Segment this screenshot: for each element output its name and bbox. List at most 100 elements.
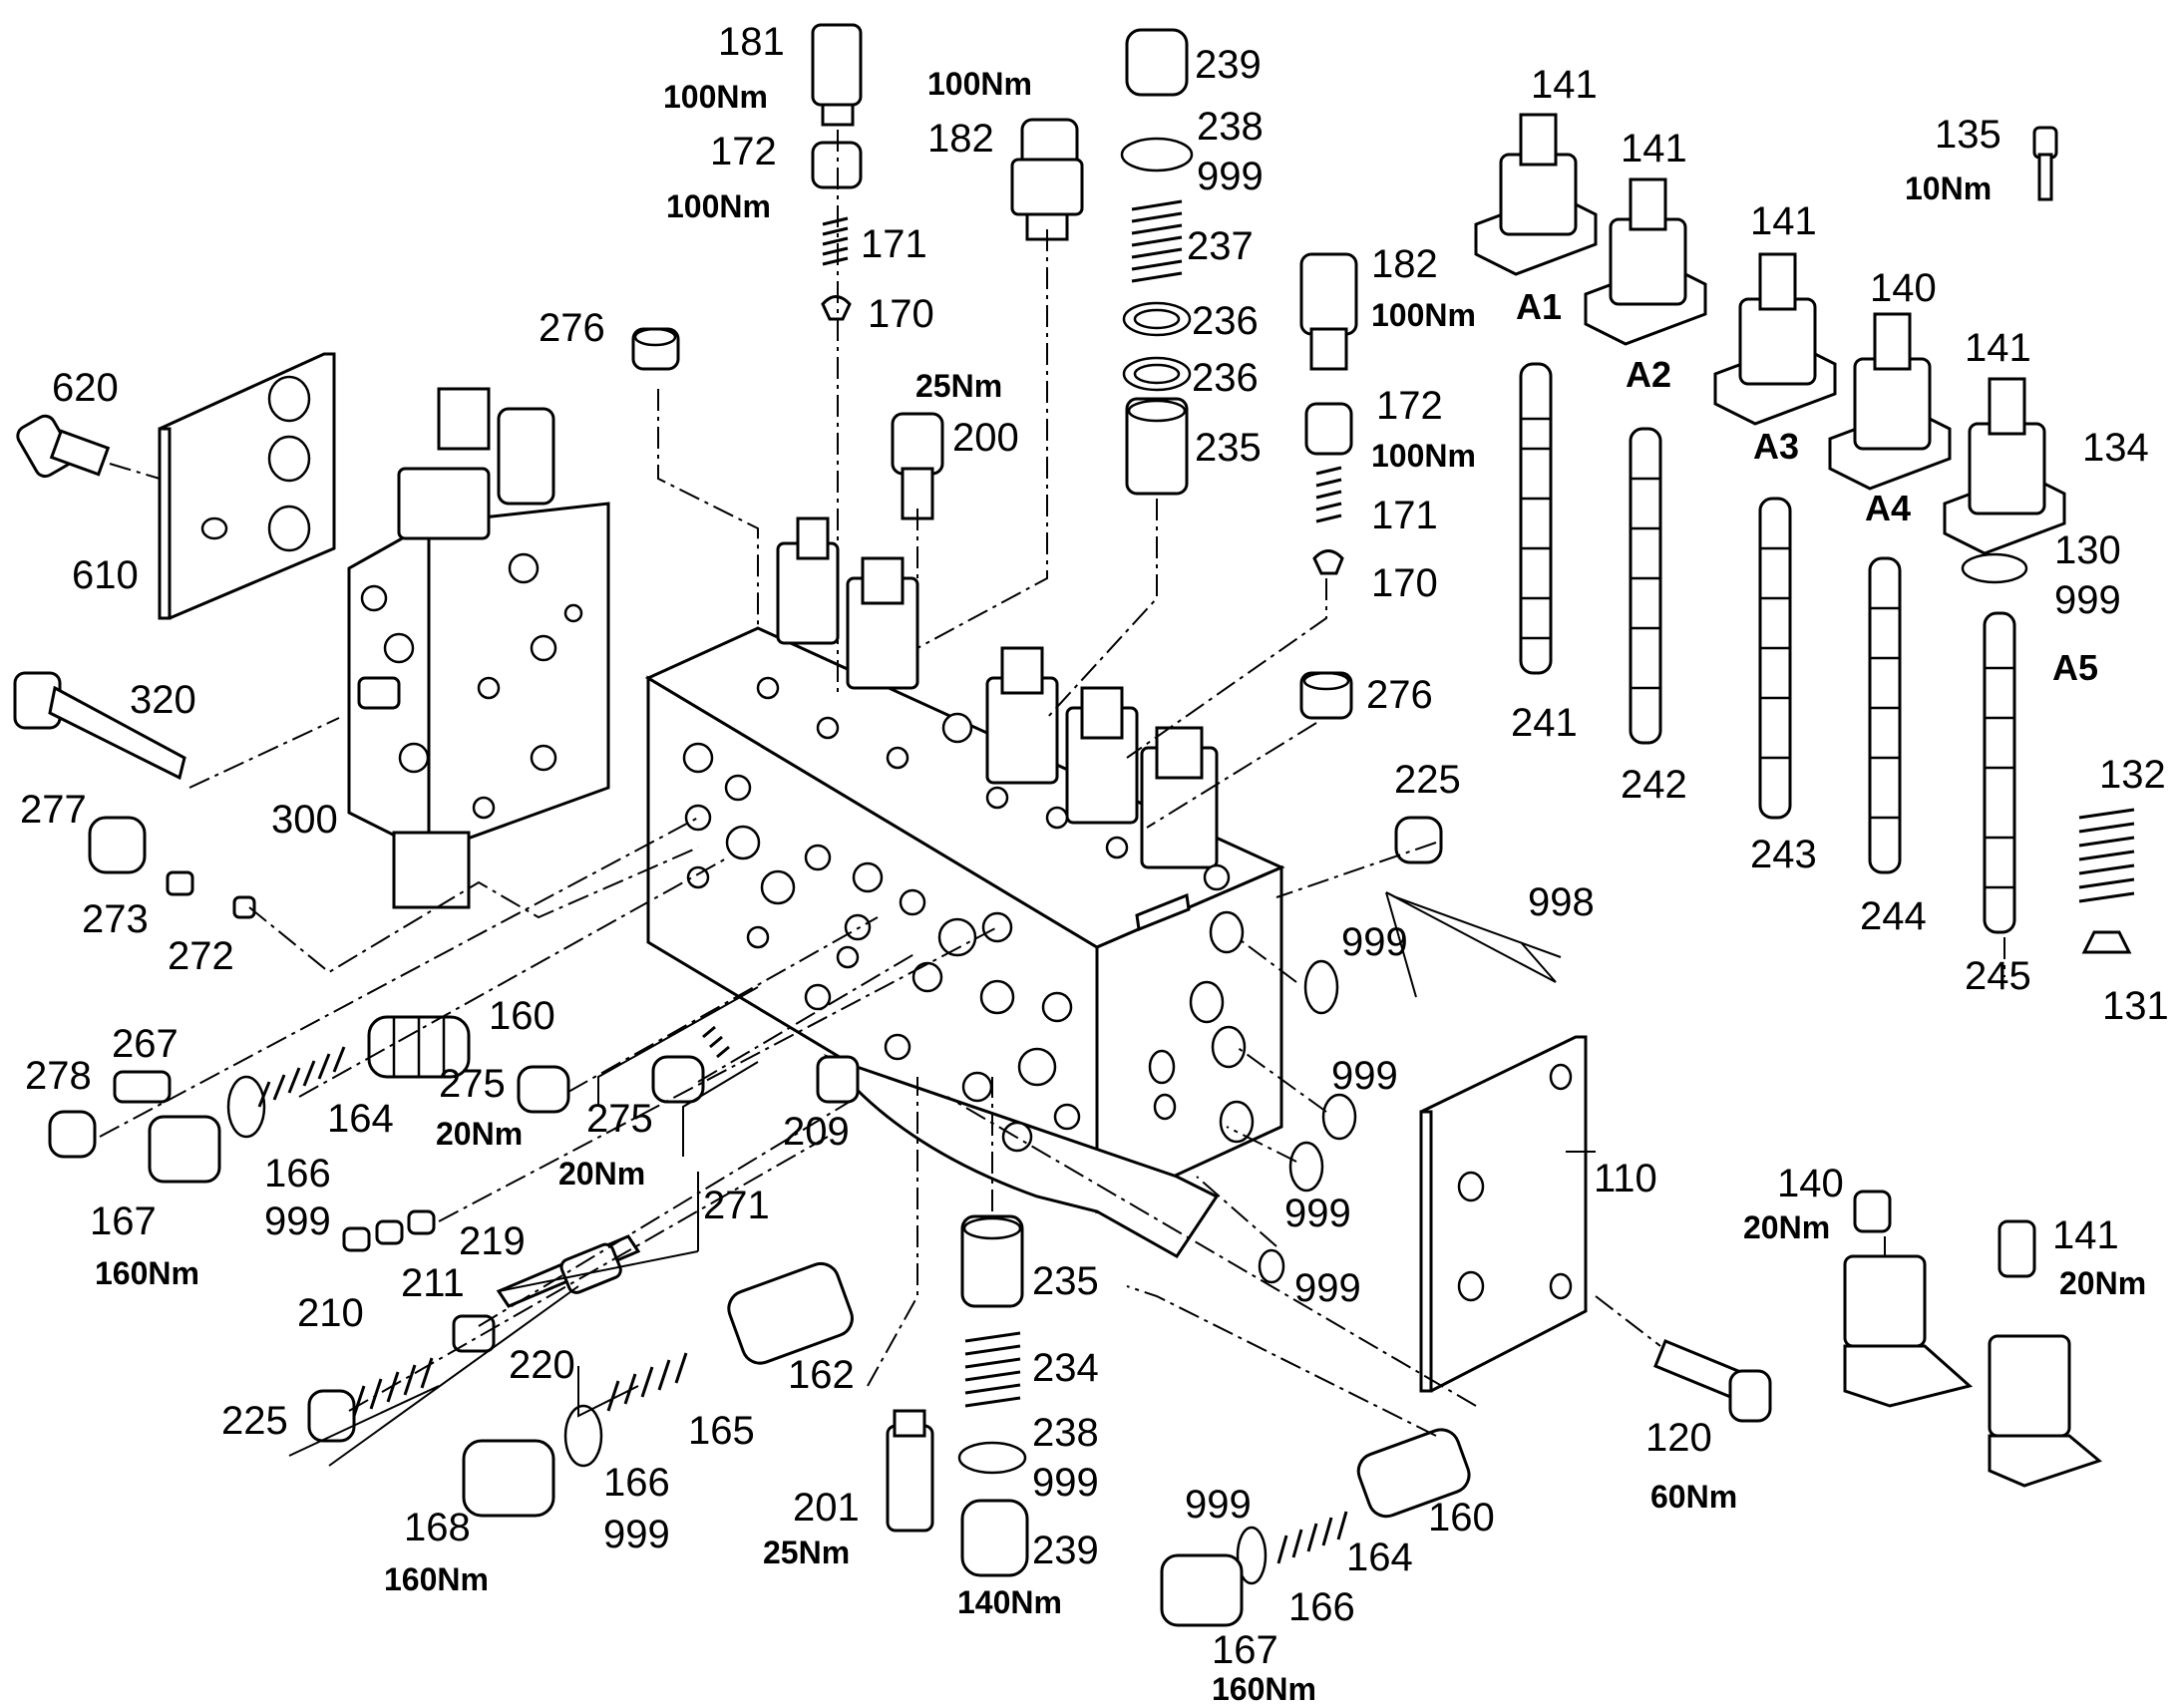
relief-valve-182a xyxy=(1010,118,1084,241)
label-999j: 999 xyxy=(1185,1483,1252,1527)
spring-165 xyxy=(606,1352,688,1412)
label-141a: 141 xyxy=(1531,63,1598,107)
plug-167b xyxy=(1160,1553,1244,1627)
label-243: 243 xyxy=(1750,833,1817,876)
label-181: 181 xyxy=(718,20,785,64)
torque-167b: 160Nm xyxy=(1212,1671,1316,1707)
torque-140b: 20Nm xyxy=(1743,1209,1830,1245)
label-245: 245 xyxy=(1965,954,2031,998)
pilot-cap-141e xyxy=(1988,1219,2103,1488)
valve-section-300 xyxy=(347,387,610,909)
oring-130 xyxy=(1961,552,2028,584)
spool-244 xyxy=(1868,556,1902,874)
label-167b: 167 xyxy=(1212,1628,1278,1672)
label-276b: 276 xyxy=(1366,673,1433,717)
oring-166a xyxy=(226,1075,266,1139)
label-239a: 239 xyxy=(1195,43,1262,87)
label-238a: 238 xyxy=(1197,105,1264,149)
label-236a: 236 xyxy=(1192,299,1259,343)
torque-172b: 100Nm xyxy=(1371,438,1476,474)
bolt-120 xyxy=(1653,1339,1772,1423)
pilot-cap-a1 xyxy=(1474,113,1598,276)
spring-225-chain xyxy=(352,1357,434,1417)
label-999b: 999 xyxy=(2054,578,2121,622)
pilot-cap-a2 xyxy=(1584,177,1707,346)
label-162: 162 xyxy=(788,1353,855,1397)
torque-200: 25Nm xyxy=(915,368,1002,404)
spring-234 xyxy=(964,1331,1021,1408)
oring-238a xyxy=(1120,137,1194,172)
label-A4: A4 xyxy=(1865,488,1911,528)
torque-182b: 100Nm xyxy=(1371,297,1476,333)
label-237: 237 xyxy=(1187,224,1254,268)
label-210: 210 xyxy=(297,1291,364,1335)
poppet-170b xyxy=(1312,549,1344,575)
spool-160a xyxy=(367,1015,471,1079)
label-320: 320 xyxy=(130,678,196,722)
main-valve-block xyxy=(644,516,1285,1258)
label-235a: 235 xyxy=(1195,426,1262,470)
label-134: 134 xyxy=(2082,426,2149,470)
plug-278 xyxy=(48,1110,97,1159)
spring-132 xyxy=(2078,808,2135,903)
label-211: 211 xyxy=(401,1261,465,1305)
torque-120: 60Nm xyxy=(1650,1479,1737,1515)
oring-238b xyxy=(957,1441,1027,1475)
bolt-320 xyxy=(13,671,186,781)
label-140b: 140 xyxy=(1777,1162,1844,1205)
label-277: 277 xyxy=(20,788,87,832)
bolt-620 xyxy=(16,414,111,479)
label-160b: 160 xyxy=(1428,1496,1495,1539)
plug-275a xyxy=(517,1065,570,1114)
label-160a: 160 xyxy=(489,994,555,1038)
spool-160b xyxy=(1356,1428,1471,1519)
plug-239a xyxy=(1125,28,1189,97)
label-999h: 999 xyxy=(1284,1192,1351,1235)
cover-110 xyxy=(1419,1035,1588,1393)
plug-225a xyxy=(307,1389,356,1443)
piston-267 xyxy=(113,1070,172,1104)
plug-181 xyxy=(811,23,863,127)
spring-271 xyxy=(702,1025,730,1059)
label-135: 135 xyxy=(1935,113,2001,157)
label-620: 620 xyxy=(52,366,119,410)
plug-276b xyxy=(1299,671,1353,720)
torque-201: 25Nm xyxy=(763,1535,850,1570)
label-130: 130 xyxy=(2054,528,2121,572)
spring-237 xyxy=(1131,199,1183,283)
label-209: 209 xyxy=(783,1110,850,1154)
label-141d: 141 xyxy=(1965,326,2031,370)
label-132: 132 xyxy=(2099,753,2166,797)
callouts: 181 100Nm 172 100Nm 171 170 100Nm 182 23… xyxy=(20,20,2169,1707)
label-273: 273 xyxy=(82,897,149,941)
top-pilot-caps xyxy=(776,516,1219,869)
valve-201 xyxy=(886,1409,934,1533)
label-300: 300 xyxy=(271,798,338,842)
label-225b: 225 xyxy=(1394,758,1461,802)
label-610: 610 xyxy=(72,553,139,597)
label-165: 165 xyxy=(688,1409,755,1453)
label-999f: 999 xyxy=(1341,920,1408,964)
label-201: 201 xyxy=(793,1486,860,1530)
label-172b: 172 xyxy=(1376,384,1443,428)
washer-236b xyxy=(1122,356,1192,392)
label-A2: A2 xyxy=(1626,354,1671,395)
oring-166c xyxy=(1236,1526,1268,1585)
plug-225b xyxy=(1394,816,1443,864)
label-164b: 164 xyxy=(1346,1536,1413,1579)
label-999i: 999 xyxy=(1294,1266,1361,1310)
label-267: 267 xyxy=(112,1022,179,1066)
pilot-cap-a4 xyxy=(1828,312,1952,491)
torque-239b: 140Nm xyxy=(957,1584,1062,1620)
label-999c: 999 xyxy=(264,1199,331,1243)
plug-172b xyxy=(1304,402,1353,456)
oring-166b xyxy=(563,1404,603,1468)
label-A3: A3 xyxy=(1753,426,1799,467)
label-171a: 171 xyxy=(861,222,927,266)
label-219: 219 xyxy=(459,1219,526,1263)
plug-167a xyxy=(148,1115,221,1184)
leader-lines xyxy=(288,891,1596,1467)
label-164a: 164 xyxy=(327,1097,394,1141)
label-182b: 182 xyxy=(1371,242,1438,286)
label-244: 244 xyxy=(1860,894,1927,938)
